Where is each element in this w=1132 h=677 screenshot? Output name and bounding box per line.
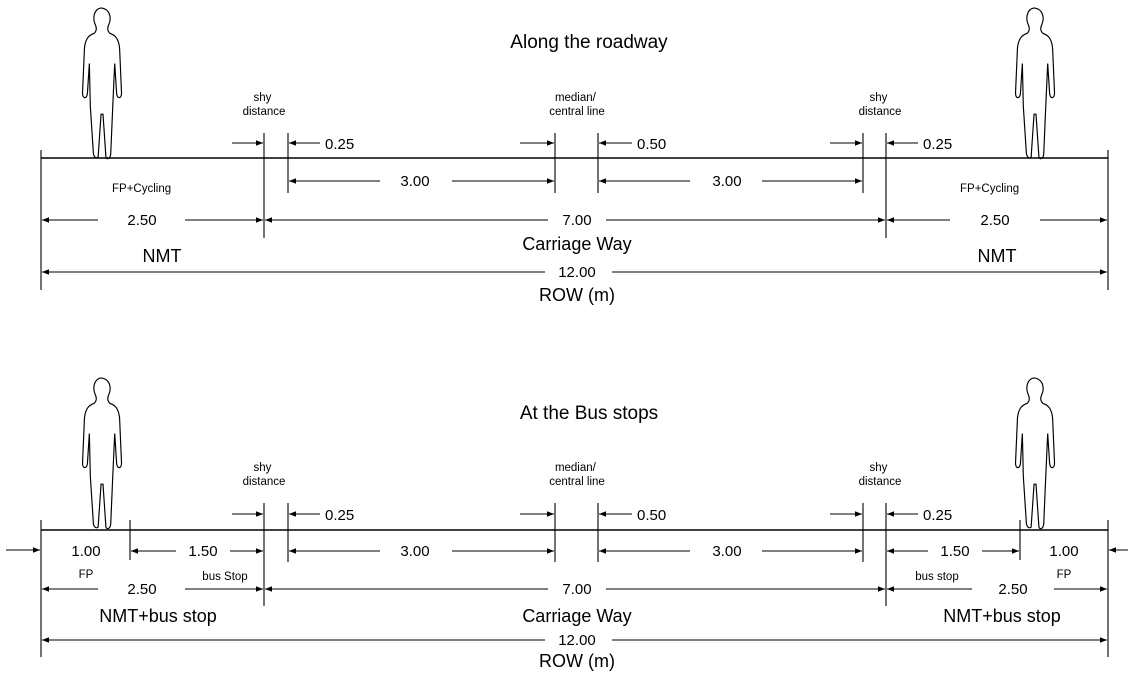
nmt-bus-stop-label-left: NMT+bus stop xyxy=(99,606,217,626)
pedestrian-icon xyxy=(1014,377,1056,530)
median-label: median/ central line xyxy=(549,462,605,488)
row-label: ROW (m) xyxy=(539,285,615,305)
carriage-value: 7.00 xyxy=(562,212,591,229)
shy-distance-label-left: shy distance xyxy=(243,92,286,118)
fp-cycling-label-right: FP+Cycling xyxy=(960,183,1019,195)
section-title: At the Bus stops xyxy=(520,403,658,424)
section-title: Along the roadway xyxy=(510,32,668,53)
total-value: 12.00 xyxy=(558,632,596,649)
nmt-right-value: 2.50 xyxy=(998,581,1027,598)
nmt-label-left: NMT xyxy=(143,246,182,266)
fp-cycling-label-left: FP+Cycling xyxy=(112,183,171,195)
median-width-value: 0.50 xyxy=(637,136,666,153)
nmt-left-value: 2.50 xyxy=(127,581,156,598)
carriage-way-label: Carriage Way xyxy=(522,234,631,254)
carriage-way-label: Carriage Way xyxy=(522,606,631,626)
carriage-value: 7.00 xyxy=(562,581,591,598)
nmt-left-value: 2.50 xyxy=(127,212,156,229)
lane-right-value: 3.00 xyxy=(712,173,741,190)
bus-stop-label-right: bus stop xyxy=(915,571,958,583)
section-bus-stops: At the Bus stops shy distance median/ ce… xyxy=(6,377,1128,671)
shy-distance-label-right: shy distance xyxy=(859,92,902,118)
shy-left-value: 0.25 xyxy=(325,507,354,524)
fp-label-left: FP xyxy=(79,569,94,581)
fp-right-value: 1.00 xyxy=(1049,543,1078,560)
pedestrian-icon xyxy=(81,7,123,160)
pedestrian-icon xyxy=(1014,7,1056,160)
bus-left-value: 1.50 xyxy=(188,543,217,560)
total-value: 12.00 xyxy=(558,264,596,281)
lane-left-value: 3.00 xyxy=(400,543,429,560)
bus-right-value: 1.50 xyxy=(940,543,969,560)
shy-distance-label-right: shy distance xyxy=(859,462,902,488)
nmt-bus-stop-label-right: NMT+bus stop xyxy=(943,606,1061,626)
row-label: ROW (m) xyxy=(539,651,615,671)
median-label: median/ central line xyxy=(549,92,605,118)
shy-right-value: 0.25 xyxy=(923,507,952,524)
lane-left-value: 3.00 xyxy=(400,173,429,190)
lane-right-value: 3.00 xyxy=(712,543,741,560)
section-along-roadway: Along the roadway shy distance median/ c… xyxy=(40,7,1109,305)
nmt-label-right: NMT xyxy=(978,246,1017,266)
fp-left-value: 1.00 xyxy=(71,543,100,560)
median-width-value: 0.50 xyxy=(637,507,666,524)
pedestrian-icon xyxy=(81,377,123,530)
nmt-right-value: 2.50 xyxy=(980,212,1009,229)
shy-distance-label-left: shy distance xyxy=(243,462,286,488)
shy-right-value: 0.25 xyxy=(923,136,952,153)
shy-left-value: 0.25 xyxy=(325,136,354,153)
bus-stop-label-left: bus Stop xyxy=(202,571,247,583)
fp-label-right: FP xyxy=(1057,569,1072,581)
